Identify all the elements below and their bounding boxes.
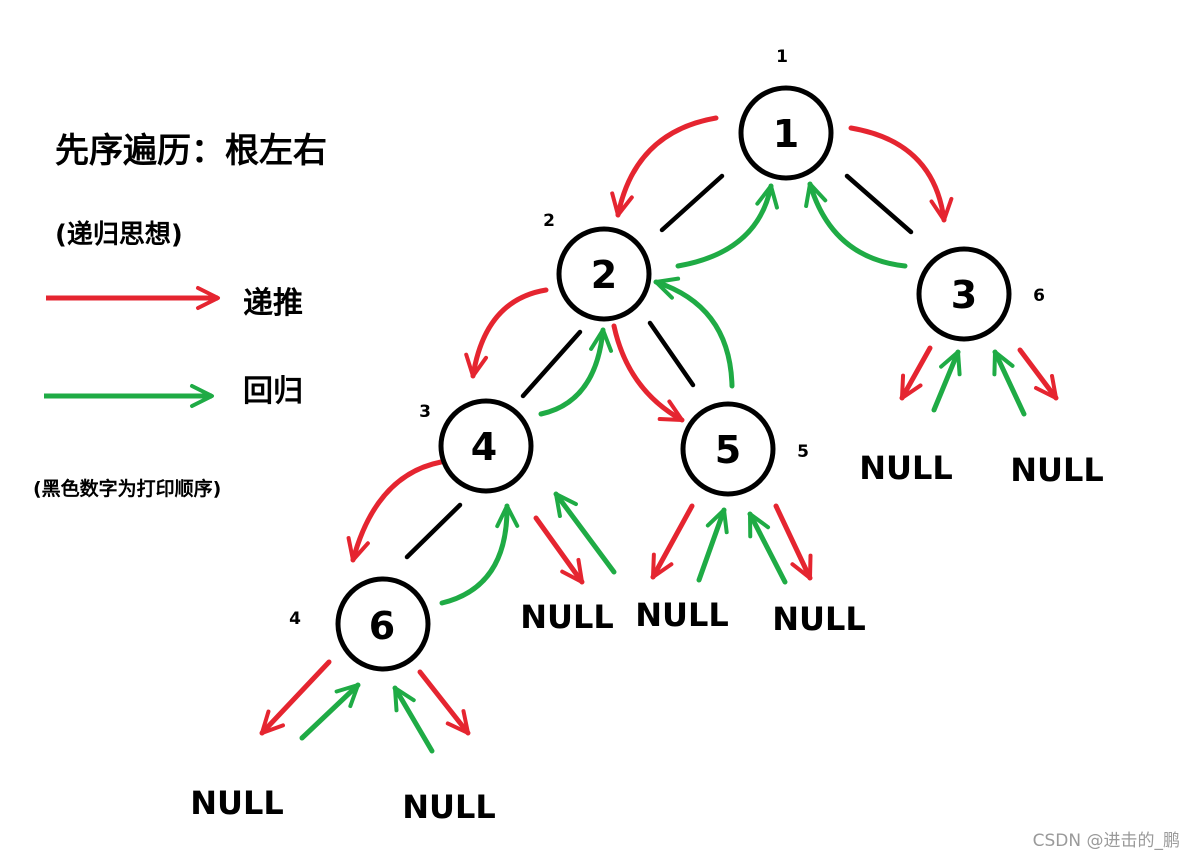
return-arrow-null-right-3 bbox=[992, 349, 1027, 417]
null-leaf-3-right: NULL bbox=[1010, 451, 1104, 489]
node-circle bbox=[438, 398, 534, 494]
node-circle bbox=[335, 576, 431, 672]
node-label: 4 bbox=[471, 425, 497, 469]
tree-edges bbox=[404, 173, 914, 560]
print-order-note: (黑色数字为打印顺序) bbox=[33, 477, 221, 500]
push-arrow-2-4 bbox=[464, 287, 549, 379]
edge-4-6 bbox=[404, 502, 463, 560]
null-leaf-5-right: NULL bbox=[772, 600, 866, 638]
push-arrow-3-null-right bbox=[1017, 347, 1059, 401]
edge-1-3 bbox=[844, 173, 914, 235]
print-order-label: 4 bbox=[289, 609, 301, 629]
print-order-label: 2 bbox=[543, 211, 555, 231]
return-arrow-null-left-6 bbox=[299, 682, 361, 741]
node-label: 3 bbox=[951, 273, 977, 317]
legend: 递推 回归 bbox=[44, 286, 303, 409]
null-leaf-6-right: NULL bbox=[402, 788, 496, 826]
push-arrow-4-6 bbox=[346, 459, 444, 563]
push-arrow-2-5 bbox=[611, 323, 685, 423]
push-arrow-5-null-right bbox=[773, 503, 813, 581]
node-3: 3 6 bbox=[916, 246, 1045, 342]
edge-2-4 bbox=[520, 329, 583, 399]
node-6: 6 4 bbox=[289, 576, 431, 672]
edge-1-2 bbox=[659, 173, 725, 233]
node-label: 6 bbox=[369, 604, 395, 648]
diagram-title: 先序遍历：根左右 bbox=[55, 131, 327, 171]
push-arrow-6-null-right bbox=[417, 669, 471, 736]
legend-push-label: 递推 bbox=[243, 286, 303, 321]
null-leaves: NULL NULL NULL NULL NULL NULL NULL bbox=[190, 449, 1104, 826]
return-arrow-null-left-5 bbox=[696, 507, 729, 583]
node-1: 1 1 bbox=[738, 47, 834, 181]
null-leaf-4-right: NULL bbox=[520, 598, 614, 636]
push-arrow-1-2 bbox=[610, 115, 719, 218]
diagram-subtitle: (递归思想) bbox=[55, 219, 183, 250]
node-2: 2 2 bbox=[543, 211, 652, 322]
print-order-label: 3 bbox=[419, 402, 431, 422]
node-circle bbox=[916, 246, 1012, 342]
null-leaf-3-left: NULL bbox=[859, 449, 953, 487]
return-arrow-null-left-3 bbox=[931, 349, 962, 413]
null-leaf-6-left: NULL bbox=[190, 784, 284, 822]
edge-2-5 bbox=[647, 320, 696, 388]
push-arrow-6-null-left bbox=[259, 659, 332, 736]
return-arrow-5-2 bbox=[653, 276, 735, 389]
push-arrows bbox=[259, 115, 1059, 736]
node-4: 4 3 bbox=[419, 398, 534, 494]
return-arrow-3-1 bbox=[804, 181, 908, 269]
legend-return-label: 回归 bbox=[243, 374, 303, 409]
print-order-label: 1 bbox=[776, 47, 788, 67]
return-arrow-null-4 bbox=[553, 491, 617, 575]
push-arrow-1-3 bbox=[848, 125, 954, 223]
return-arrow-4-2 bbox=[538, 327, 614, 417]
return-arrow-2-1 bbox=[675, 183, 779, 269]
print-order-label: 6 bbox=[1033, 286, 1045, 306]
push-arrow-5-null-left bbox=[650, 503, 695, 580]
watermark: CSDN @进击的_鹏 bbox=[1033, 831, 1180, 851]
node-circle bbox=[556, 226, 652, 322]
node-5: 5 5 bbox=[680, 401, 809, 497]
node-label: 1 bbox=[773, 112, 799, 156]
node-circle bbox=[680, 401, 776, 497]
node-label: 2 bbox=[591, 253, 617, 297]
node-circle bbox=[738, 85, 834, 181]
return-arrow-6-4 bbox=[439, 503, 520, 606]
return-arrow-null-right-5 bbox=[747, 511, 788, 585]
push-arrow-4-null bbox=[533, 515, 585, 585]
print-order-label: 5 bbox=[797, 442, 809, 462]
return-arrows bbox=[299, 181, 1027, 754]
null-leaf-5-left: NULL bbox=[635, 596, 729, 634]
return-arrow-null-right-6 bbox=[392, 685, 435, 754]
push-arrow-3-null-left bbox=[899, 345, 933, 401]
node-label: 5 bbox=[715, 428, 741, 472]
